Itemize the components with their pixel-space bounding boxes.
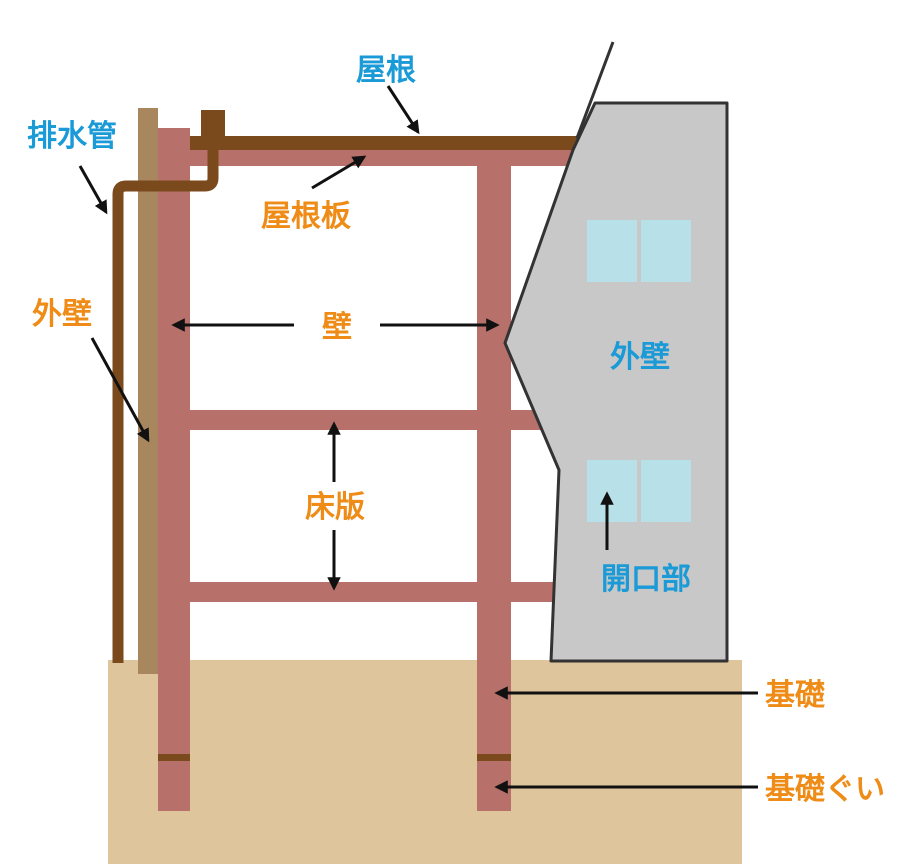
arrow-drain-pipe (78, 165, 108, 215)
label-foundation: 基礎 (765, 678, 825, 713)
window-upper-left (587, 220, 637, 282)
label-exterior-wall-left: 外壁 (32, 297, 92, 332)
floor-beam-upper (158, 410, 553, 430)
arrow-roof-board (311, 155, 367, 190)
window-upper-right (641, 220, 691, 282)
label-roof-board: 屋根板 (261, 199, 351, 234)
arrow-exterior-wall-left (90, 337, 150, 443)
label-floor-slab: 床版 (305, 490, 365, 525)
label-wall: 壁 (322, 310, 352, 345)
window-lower-right (641, 460, 691, 522)
right-pile-joint (477, 754, 511, 761)
label-roof: 屋根 (356, 53, 416, 88)
floor-beam-lower (158, 582, 553, 602)
roof-beam (190, 136, 586, 150)
arrow-roof (386, 85, 420, 135)
ground-area (108, 660, 742, 864)
window-lower-left (587, 460, 637, 522)
roof-board-beam (158, 150, 588, 166)
drain-pipe (112, 136, 219, 663)
left-pile-joint (158, 754, 190, 761)
label-foundation-pile: 基礎ぐい (765, 772, 885, 807)
label-exterior-wall-right: 外壁 (610, 340, 670, 375)
label-opening: 開口部 (601, 562, 691, 597)
building-roof-edge (575, 41, 615, 139)
label-drain-pipe: 排水管 (27, 119, 117, 154)
exterior-wall-panel (138, 108, 158, 674)
right-column (477, 150, 511, 811)
left-column (158, 128, 190, 811)
drain-pipe-cap (201, 110, 225, 140)
